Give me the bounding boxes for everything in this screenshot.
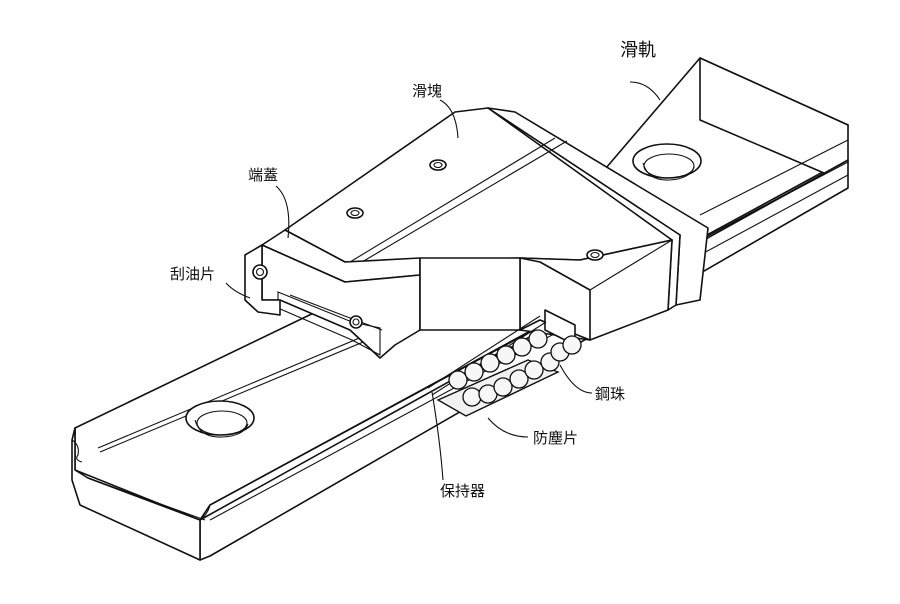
- steel-ball: [464, 362, 484, 382]
- label-scraper: 刮油片: [170, 265, 216, 283]
- leader-dust-plate: [487, 417, 529, 438]
- leader-end-cap: [275, 185, 290, 239]
- steel-ball: [562, 335, 582, 355]
- leader-block: [439, 99, 459, 139]
- end-cap: [261, 229, 521, 359]
- label-end-cap: 端蓋: [248, 166, 279, 184]
- steel-ball: [528, 329, 548, 349]
- label-steel-ball: 鋼珠: [595, 385, 626, 403]
- steel-balls: [448, 329, 582, 407]
- carriage-block: [284, 107, 709, 341]
- leader-lines: [225, 81, 661, 481]
- steel-ball: [493, 377, 513, 397]
- label-retainer: 保持器: [440, 482, 486, 500]
- label-dust-plate: 防塵片: [533, 429, 579, 447]
- leader-rail: [629, 81, 661, 101]
- rail-mounting-hole-front: [185, 400, 255, 438]
- scraper: [244, 244, 363, 329]
- leader-steel-ball: [559, 364, 593, 394]
- steel-ball: [524, 360, 544, 380]
- steel-ball: [462, 387, 482, 407]
- block-tapped-holes: [346, 159, 604, 261]
- steel-ball: [496, 345, 516, 365]
- steel-ball: [509, 369, 529, 389]
- rail-mounting-hole-rear: [632, 143, 702, 181]
- leader-scraper: [225, 282, 251, 299]
- steel-ball: [448, 370, 468, 390]
- label-rail: 滑軌: [620, 40, 656, 61]
- leader-retainer: [431, 391, 444, 481]
- steel-ball: [512, 337, 532, 357]
- steel-ball: [480, 353, 500, 373]
- label-block: 滑塊: [412, 82, 443, 100]
